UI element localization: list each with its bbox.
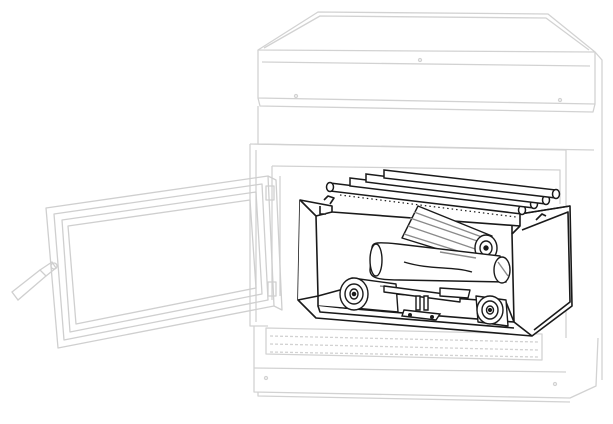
stove-cabinet (249, 11, 603, 403)
right-log (475, 295, 509, 327)
back-log (401, 205, 498, 263)
log-support-grate (401, 295, 442, 321)
door-handle (11, 261, 58, 301)
open-door (45, 175, 283, 349)
left-log (339, 277, 399, 313)
gas-burner-tubes (325, 169, 561, 218)
middle-log (369, 242, 511, 284)
log-set (339, 205, 511, 327)
